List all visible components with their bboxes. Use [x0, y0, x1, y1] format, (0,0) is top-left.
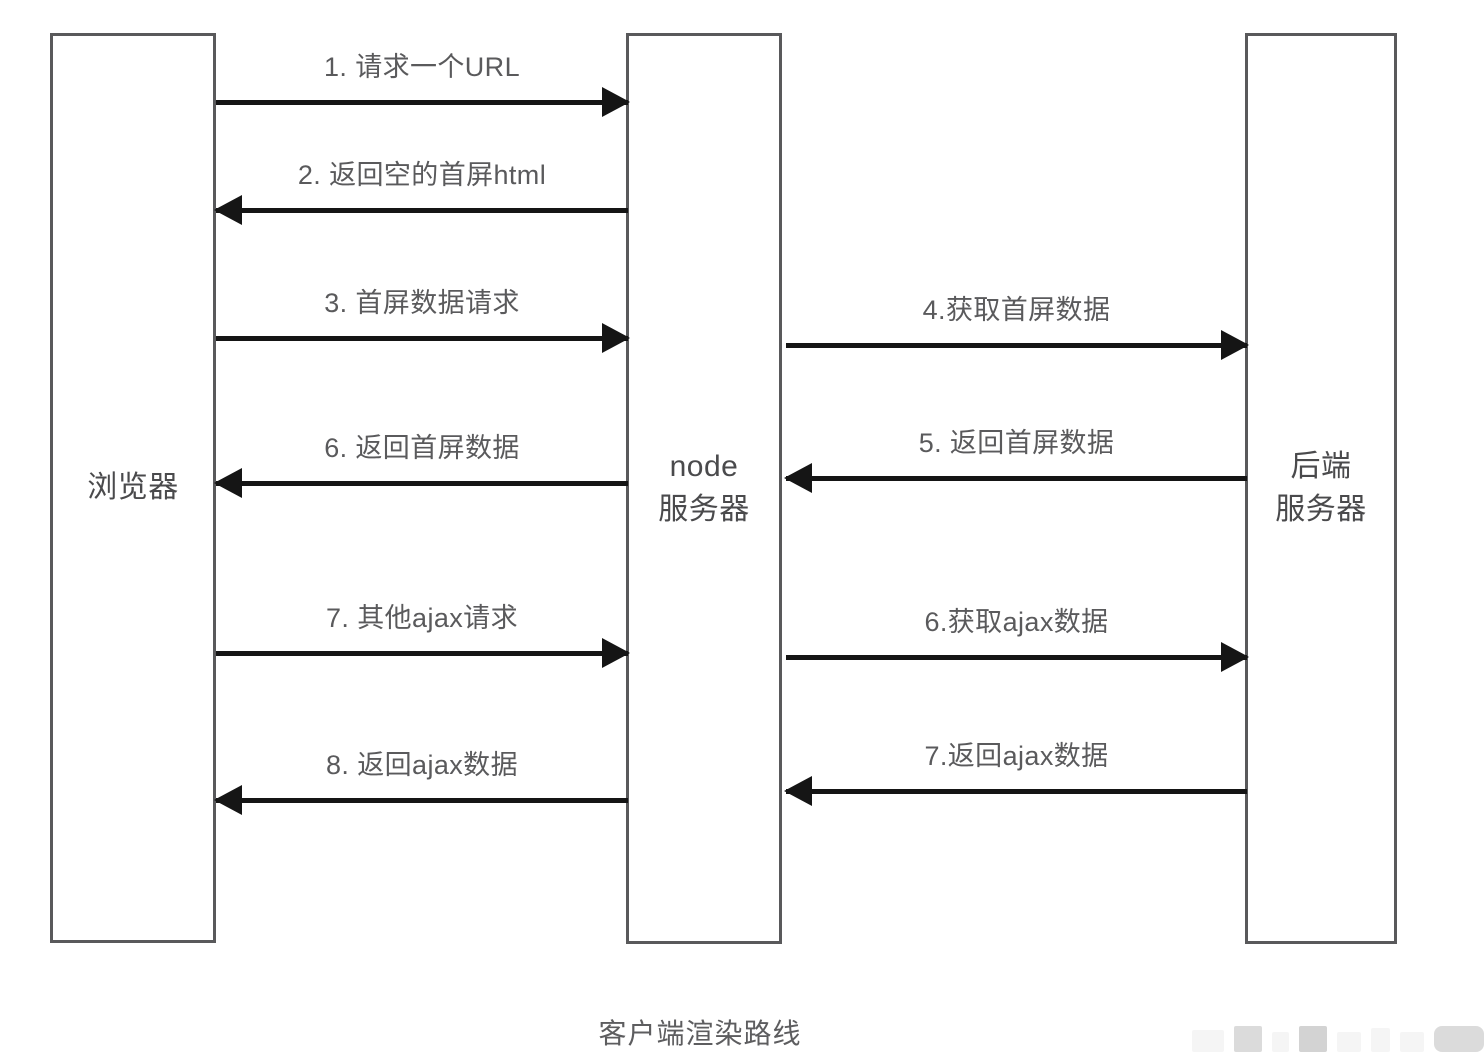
message-label-1: 1. 请求一个URL	[323, 52, 521, 82]
watermark-block	[1271, 1032, 1290, 1052]
message-label-9: 7.返回ajax数据	[924, 741, 1109, 771]
message-label-2: 2. 返回空的首屏html	[297, 160, 547, 190]
message-line-1	[216, 100, 628, 105]
arrowhead-left-icon	[784, 463, 812, 493]
message-line-8	[786, 655, 1247, 660]
watermark-block	[1234, 1026, 1262, 1052]
message-label-7: 7. 其他ajax请求	[326, 603, 518, 633]
diagram-caption: 客户端渲染路线	[598, 1018, 802, 1049]
message-line-4	[786, 343, 1247, 348]
lifeline-backend-server-label: 后端 服务器	[1275, 449, 1367, 526]
arrowhead-left-icon	[214, 195, 242, 225]
arrowhead-right-icon	[1221, 642, 1249, 672]
watermark-block	[1192, 1030, 1225, 1052]
lifeline-browser-label: 浏览器	[87, 470, 179, 504]
message-line-10	[216, 798, 628, 803]
message-label-5: 5. 返回首屏数据	[918, 428, 1115, 458]
arrowhead-left-icon	[784, 776, 812, 806]
arrowhead-right-icon	[602, 87, 630, 117]
message-line-7	[216, 651, 628, 656]
watermark-block	[1336, 1032, 1361, 1052]
message-line-3	[216, 336, 628, 341]
watermark-block	[1399, 1032, 1425, 1052]
message-line-5	[786, 476, 1247, 481]
arrowhead-right-icon	[602, 638, 630, 668]
arrowhead-left-icon	[214, 785, 242, 815]
lifeline-node-server-label: node 服务器	[658, 449, 750, 526]
lifeline-backend-server: 后端 服务器	[1245, 33, 1397, 944]
arrowhead-left-icon	[214, 468, 242, 498]
arrowhead-right-icon	[1221, 330, 1249, 360]
arrowhead-right-icon	[602, 323, 630, 353]
message-line-2	[216, 208, 628, 213]
message-label-4: 4.获取首屏数据	[922, 295, 1111, 325]
message-label-6: 6. 返回首屏数据	[324, 433, 520, 463]
watermark-block	[1434, 1026, 1484, 1052]
watermark-block	[1299, 1026, 1327, 1052]
lifeline-node-server: node 服务器	[626, 33, 782, 944]
message-label-8: 6.获取ajax数据	[924, 607, 1109, 637]
watermark-block	[1370, 1028, 1390, 1052]
message-line-6	[216, 481, 628, 486]
lifeline-browser: 浏览器	[50, 33, 216, 943]
message-label-10: 8. 返回ajax数据	[326, 750, 518, 780]
message-label-3: 3. 首屏数据请求	[324, 288, 520, 318]
message-line-9	[786, 789, 1247, 794]
watermark	[1192, 1022, 1484, 1052]
